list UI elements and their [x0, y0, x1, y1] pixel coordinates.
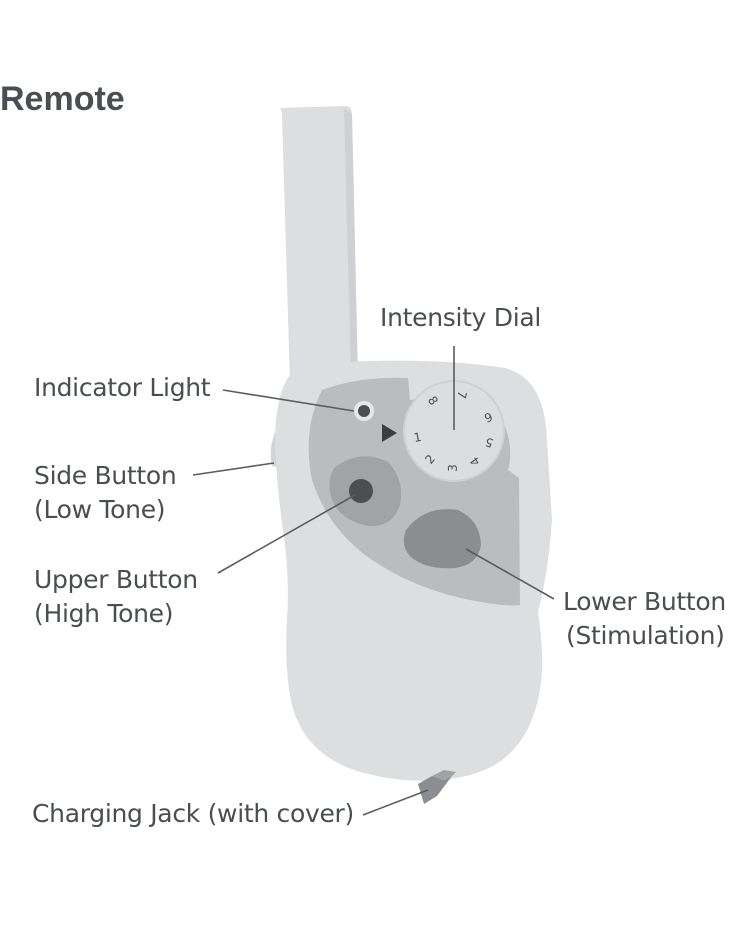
label-intensity-dial: Intensity Dial: [380, 303, 542, 332]
antenna-shadow: [344, 108, 358, 379]
label-side-button: Side Button: [34, 461, 177, 490]
charging-jack: [418, 776, 452, 804]
upper-button-center: [349, 479, 373, 503]
label-upper-button: Upper Button: [34, 565, 198, 594]
leader-side-button: [192, 462, 275, 476]
leader-indicator-light: [222, 389, 355, 412]
leader-lower-button: [465, 548, 555, 600]
dial-number-3: 3: [446, 464, 460, 472]
label-indicator-light: Indicator Light: [34, 373, 211, 402]
label-side-button-sub: (Low Tone): [34, 495, 166, 524]
dial-number-5: 5: [483, 435, 495, 451]
indicator-light: [358, 405, 370, 417]
leader-charging-jack: [362, 789, 429, 816]
label-upper-button-sub: (High Tone): [34, 599, 174, 628]
dial-pointer-arrow: [382, 424, 397, 442]
label-lower-button-sub: (Stimulation): [566, 621, 725, 650]
leader-upper-button: [217, 494, 356, 574]
lower-button: [403, 509, 481, 569]
charging-jack-cover: [432, 770, 456, 780]
dial-number-7: 7: [454, 390, 469, 400]
leader-lines: [192, 346, 555, 816]
page-title: Remote: [0, 80, 125, 118]
antenna: [280, 106, 358, 384]
label-lower-button: Lower Button: [563, 587, 726, 616]
label-charging-jack: Charging Jack (with cover): [32, 799, 354, 828]
dial-number-1: 1: [413, 430, 423, 445]
